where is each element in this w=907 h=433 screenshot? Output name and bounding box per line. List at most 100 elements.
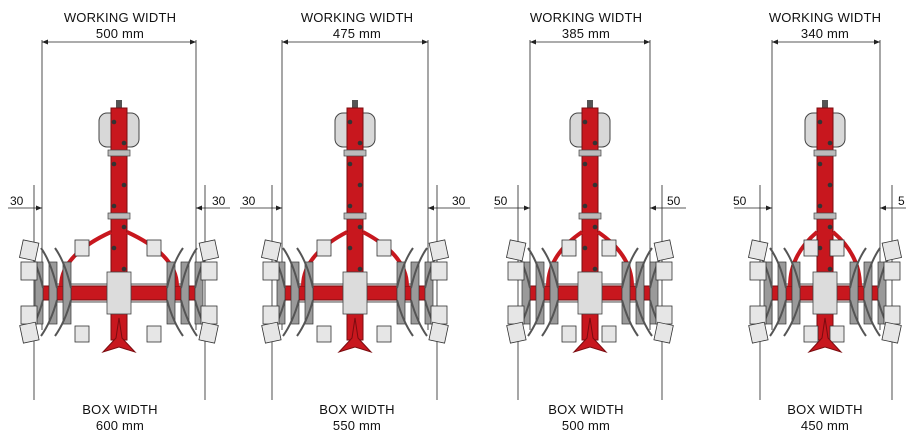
box-width-title: BOX WIDTH: [82, 402, 158, 417]
tine-disc: [410, 261, 420, 325]
dimension-arrow: [874, 39, 880, 45]
blade-plate: [428, 321, 449, 344]
tube-bolt: [357, 182, 363, 188]
working-width-title: WORKING WIDTH: [300, 10, 414, 25]
tube-bolt: [827, 182, 833, 188]
support-arm: [596, 230, 634, 287]
clamp-band: [107, 212, 131, 220]
tine-blade: [635, 247, 653, 289]
right-offset-label: 5: [898, 194, 905, 208]
blade-plate: [506, 239, 527, 262]
tube-bolt: [111, 161, 117, 167]
tine-disc: [877, 261, 887, 325]
tine-disc: [276, 261, 286, 325]
working-width-value: 340 mm: [800, 26, 850, 41]
right-offset-label: 30: [212, 194, 226, 208]
clamp-band: [578, 212, 602, 220]
tube-bolt: [817, 119, 823, 125]
working-width-title: WORKING WIDTH: [63, 10, 177, 25]
blade-plate: [428, 239, 449, 262]
tine-disc: [791, 261, 801, 325]
tube-bolt: [582, 245, 588, 251]
blade-plate: [20, 261, 38, 281]
support-arm: [546, 230, 584, 287]
blade-plate: [653, 239, 674, 262]
tine-blade: [621, 299, 639, 337]
tube-bolt: [347, 119, 353, 125]
tube-bolt: [347, 161, 353, 167]
tube-bolt: [121, 224, 127, 230]
blade-plate: [146, 325, 162, 343]
blade-plate: [507, 305, 525, 325]
dimension-arrow: [190, 39, 196, 45]
working-width-title: WORKING WIDTH: [768, 10, 882, 25]
tine-blade: [40, 299, 58, 337]
tine-blade: [527, 247, 545, 289]
tube-bolt: [827, 140, 833, 146]
blade-plate: [261, 321, 282, 344]
support-arm: [59, 230, 112, 287]
tine-disc: [535, 261, 545, 325]
blade-plate: [803, 239, 819, 257]
top-bolt: [822, 100, 828, 114]
blade-plate: [749, 305, 767, 325]
blade-plate: [883, 305, 901, 325]
tube-bolt: [817, 203, 823, 209]
tine-blade: [166, 299, 184, 337]
tube-bolt: [592, 224, 598, 230]
blade-plate: [376, 325, 392, 343]
clamp-band: [813, 149, 837, 157]
blade-plate: [749, 261, 767, 281]
depth-skid: [807, 317, 843, 354]
tube-bolt: [827, 266, 833, 272]
tine-disc: [48, 261, 58, 325]
right-offset-label: 30: [452, 194, 466, 208]
working-width-value: 385 mm: [561, 26, 611, 41]
tube-bolt: [592, 182, 598, 188]
blade-plate: [74, 239, 90, 257]
tine-disc: [290, 261, 300, 325]
tube-bolt: [582, 161, 588, 167]
blade-plate: [262, 305, 280, 325]
tube-bolt: [111, 119, 117, 125]
tine-blade: [527, 299, 545, 337]
blade-plate: [829, 325, 845, 343]
depth-skid: [572, 317, 608, 354]
blade-plate: [200, 305, 218, 325]
tine-disc: [621, 261, 631, 325]
dimension-arrow: [880, 205, 886, 211]
tube-bolt: [121, 140, 127, 146]
blade-plate: [316, 325, 332, 343]
left-offset-label: 30: [10, 194, 24, 208]
tine-disc: [649, 261, 659, 325]
blade-plate: [198, 321, 219, 344]
dimension-arrow: [42, 39, 48, 45]
tine-blade: [849, 299, 867, 337]
blade-plate: [430, 305, 448, 325]
tube-bolt: [582, 203, 588, 209]
tine-disc: [34, 261, 44, 325]
blade-plate: [561, 325, 577, 343]
clamp-band: [343, 149, 367, 157]
working-width-value: 500 mm: [95, 26, 145, 41]
tine-disc: [180, 261, 190, 325]
tine-blade: [40, 247, 58, 289]
blade-plate: [146, 239, 162, 257]
tine-blade: [166, 247, 184, 289]
blade-plate: [748, 321, 769, 344]
tine-blade: [621, 247, 639, 289]
tube-bolt: [817, 161, 823, 167]
blade-plate: [200, 261, 218, 281]
depth-skid: [101, 317, 137, 354]
blade-plate: [430, 261, 448, 281]
tube-bolt: [592, 266, 598, 272]
tube-bolt: [582, 119, 588, 125]
tube-bolt: [827, 224, 833, 230]
dimension-arrow: [36, 205, 42, 211]
tine-blade: [180, 299, 198, 337]
tine-disc: [62, 261, 72, 325]
dimension-arrow: [644, 39, 650, 45]
clamp-band: [578, 149, 602, 157]
support-arm: [126, 230, 179, 287]
